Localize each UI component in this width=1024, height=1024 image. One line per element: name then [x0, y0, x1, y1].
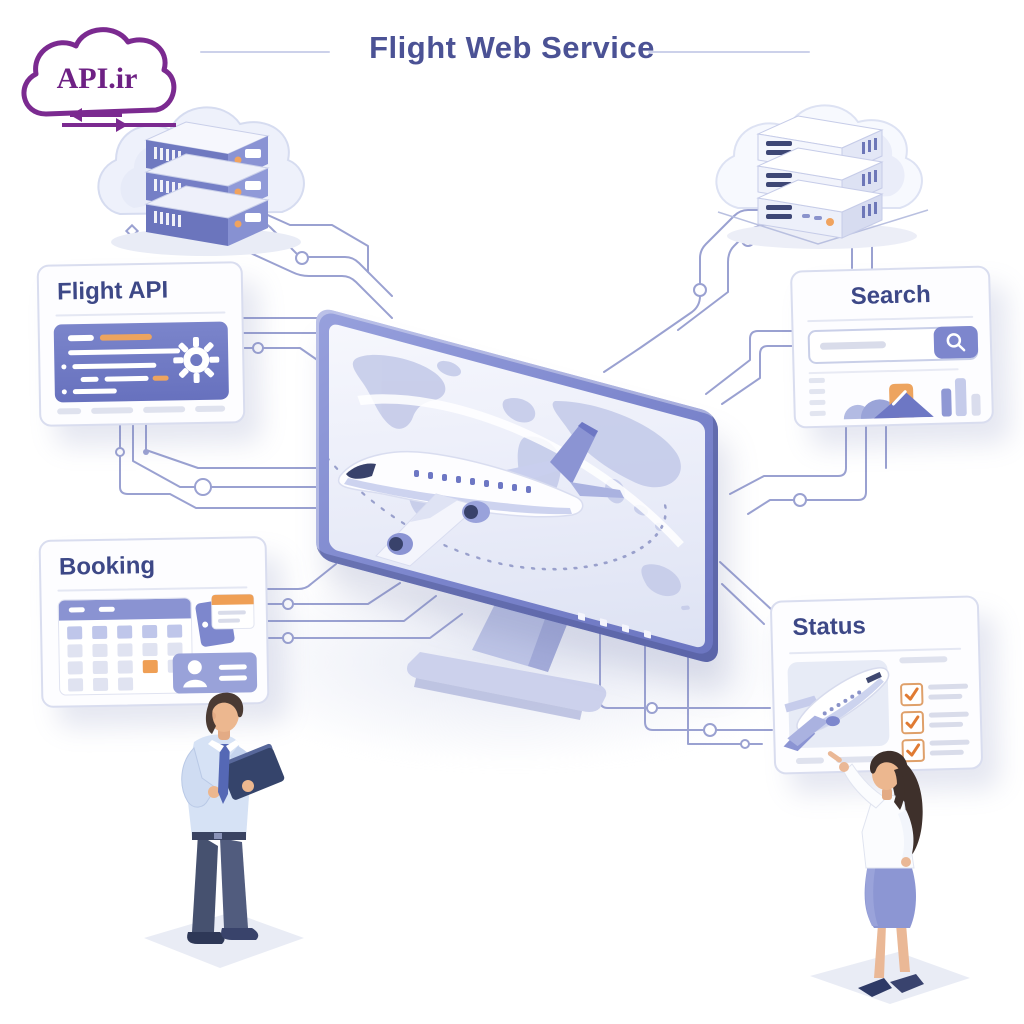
man-with-tablet — [144, 692, 304, 968]
airplane-icon — [783, 667, 890, 752]
tablet-icon — [219, 743, 285, 800]
person-icon — [183, 660, 208, 688]
boarding-pass-icon — [195, 593, 255, 647]
footer-dash — [143, 406, 186, 413]
status-title: Status — [792, 612, 867, 642]
code-line — [152, 375, 169, 381]
code-line — [72, 388, 117, 395]
woman-pointing — [810, 750, 970, 1004]
server-stack-icon — [756, 115, 884, 239]
search-placeholder-pill — [819, 341, 887, 350]
monitor-button — [578, 612, 585, 622]
title-rule-left — [200, 51, 330, 53]
mini-chart-icon — [808, 377, 981, 421]
check-mark — [906, 743, 921, 757]
code-line — [104, 375, 149, 382]
status-line — [928, 711, 969, 718]
divider — [55, 311, 226, 317]
code-line — [80, 376, 99, 383]
magnifier-icon — [946, 333, 966, 352]
card-booking: Booking — [38, 536, 270, 708]
gear-icon — [173, 337, 220, 384]
passenger-id-icon — [172, 652, 258, 694]
check-mark — [905, 715, 920, 729]
card-status: Status — [769, 595, 984, 775]
footer-dash — [57, 408, 82, 415]
api-code-panel — [53, 321, 229, 403]
search-title: Search — [850, 280, 932, 311]
server-stack-icon — [144, 121, 270, 246]
airplane-icon — [337, 422, 624, 567]
footer-dash — [91, 407, 134, 414]
search-button — [933, 325, 979, 359]
page-title: Flight Web Service — [369, 30, 655, 65]
code-line — [68, 348, 181, 356]
calendar-grid — [67, 624, 183, 692]
divider — [807, 315, 974, 323]
title-rule-right — [648, 51, 810, 53]
status-line — [928, 693, 963, 700]
flight-api-title: Flight API — [56, 276, 169, 306]
calendar-icon — [57, 597, 194, 696]
check-mark — [904, 687, 919, 701]
footer-dash — [195, 405, 226, 413]
contrail-swoosh — [357, 394, 684, 548]
status-dash — [899, 656, 948, 664]
cloud-servers-right — [715, 104, 929, 249]
status-line — [928, 683, 969, 690]
flight-path — [329, 446, 667, 571]
checked-checkbox-icon — [899, 682, 924, 707]
code-bullet — [61, 389, 67, 395]
code-line — [67, 334, 94, 342]
monitor-stand — [407, 602, 607, 720]
search-input — [807, 325, 979, 365]
monitor-button — [644, 629, 651, 639]
id-line — [218, 675, 248, 681]
monitor-button — [600, 618, 607, 627]
sync-arrows-icon — [62, 108, 176, 132]
calendar-header-dash — [98, 606, 115, 612]
code-bullet — [61, 364, 67, 370]
card-search: Search — [789, 265, 995, 429]
checked-checkbox-icon — [901, 738, 926, 763]
card-flight-api: Flight API — [36, 261, 246, 427]
floor-shadow — [810, 952, 970, 1004]
status-line — [929, 721, 964, 728]
cloud-outline-icon — [21, 27, 177, 132]
monitor-button — [622, 623, 629, 633]
id-line — [218, 664, 247, 670]
checked-checkbox-icon — [900, 710, 925, 735]
code-line — [99, 333, 152, 341]
logo-text: API.ir — [56, 62, 138, 95]
calendar-header — [58, 598, 191, 621]
booking-title: Booking — [58, 551, 156, 581]
calendar-header-dash — [68, 607, 85, 613]
code-line — [72, 362, 157, 370]
cloud-servers-left — [97, 106, 305, 256]
selected-date — [142, 659, 158, 674]
api-ir-logo: API.ir — [8, 18, 180, 142]
